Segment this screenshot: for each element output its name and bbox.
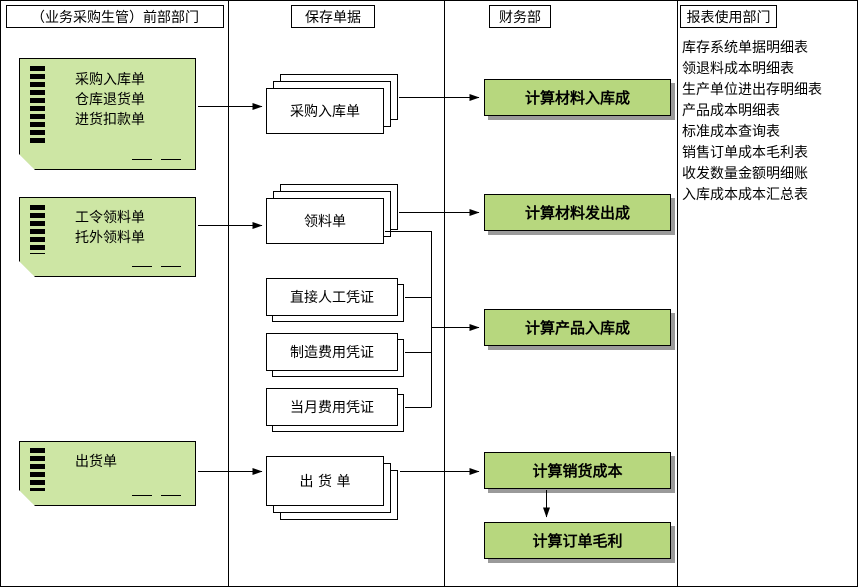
report-item: 入库成本成本汇总表 [682, 187, 808, 203]
process-material-inbound-cost: 计算材料入库成 [484, 79, 671, 116]
document-sheet-front: 制造费用凭证 [266, 333, 398, 371]
column-divider-1 [228, 1, 229, 586]
signature-lines [132, 159, 181, 160]
process-sales-cost: 计算销货成本 [484, 452, 671, 489]
signature-lines [132, 266, 181, 267]
report-item: 领退料成本明细表 [682, 61, 794, 77]
column-header-source: （业务采购生管）前部部门 [6, 5, 224, 28]
note-material-requisitions: 工令领料单 托外领料单 [19, 197, 196, 277]
folded-corner-cut [19, 261, 35, 277]
spiral-binding-icon [30, 66, 45, 143]
note-text: 出货单 [75, 452, 117, 472]
report-item: 收发数量金额明细账 [682, 166, 808, 182]
process-material-issue-cost: 计算材料发出成 [484, 194, 671, 231]
note-purchase-receipts: 采购入库单 仓库退货单 进货扣款单 [19, 58, 196, 170]
note-line: 托外领料单 [75, 230, 145, 246]
document-label: 直接人工凭证 [290, 290, 374, 306]
document-label: 出 货 单 [299, 474, 351, 490]
signature-lines [132, 495, 181, 496]
column-divider-2 [444, 1, 445, 586]
document-label: 当月费用凭证 [290, 400, 374, 416]
document-label: 采购入库单 [290, 104, 360, 120]
document-sheet-front: 直接人工凭证 [266, 278, 398, 316]
document-label: 领料单 [304, 214, 346, 230]
report-list: 库存系统单据明细表 领退料成本明细表 生产单位进出存明细表 产品成本明细表 标准… [682, 38, 856, 206]
column-header-finance: 财务部 [489, 5, 551, 28]
process-label: 计算材料入库成 [524, 89, 630, 107]
report-item: 产品成本明细表 [682, 103, 780, 119]
spiral-binding-icon [30, 448, 45, 491]
document-label: 制造费用凭证 [290, 345, 374, 361]
report-item: 库存系统单据明细表 [682, 40, 808, 56]
folded-corner-cut [19, 154, 35, 170]
process-label: 计算材料发出成 [524, 204, 630, 222]
document-sheet-front: 当月费用凭证 [266, 388, 398, 426]
column-header-documents-label: 保存单据 [305, 9, 361, 26]
process-product-inbound-cost: 计算产品入库成 [484, 309, 671, 346]
spiral-binding-icon [30, 205, 45, 254]
note-line: 进货扣款单 [75, 112, 145, 128]
column-header-reports-label: 报表使用部门 [686, 9, 771, 26]
process-label: 计算产品入库成 [524, 319, 630, 337]
note-shipment: 出货单 [19, 441, 196, 506]
column-header-reports: 报表使用部门 [680, 5, 777, 28]
column-header-finance-label: 财务部 [499, 9, 541, 26]
folded-corner-cut [19, 490, 35, 506]
document-sheet-front: 领料单 [266, 198, 384, 244]
note-text: 采购入库单 仓库退货单 进货扣款单 [75, 70, 145, 130]
process-order-gross-profit: 计算订单毛利 [484, 522, 671, 559]
document-sheet-front: 出 货 单 [266, 456, 384, 506]
note-line: 出货单 [75, 454, 117, 470]
column-divider-3 [677, 1, 678, 586]
note-line: 仓库退货单 [75, 92, 145, 108]
report-item: 销售订单成本毛利表 [682, 145, 808, 161]
note-text: 工令领料单 托外领料单 [75, 208, 145, 248]
note-line: 工令领料单 [75, 210, 145, 226]
report-item: 生产单位进出存明细表 [682, 82, 822, 98]
report-item: 标准成本查询表 [682, 124, 780, 140]
column-header-source-label: （业务采购生管）前部部门 [31, 9, 199, 26]
process-label: 计算销货成本 [532, 462, 623, 480]
column-header-documents: 保存单据 [291, 5, 375, 28]
process-label: 计算订单毛利 [532, 532, 623, 550]
document-sheet-front: 采购入库单 [266, 88, 384, 134]
note-line: 采购入库单 [75, 72, 145, 88]
